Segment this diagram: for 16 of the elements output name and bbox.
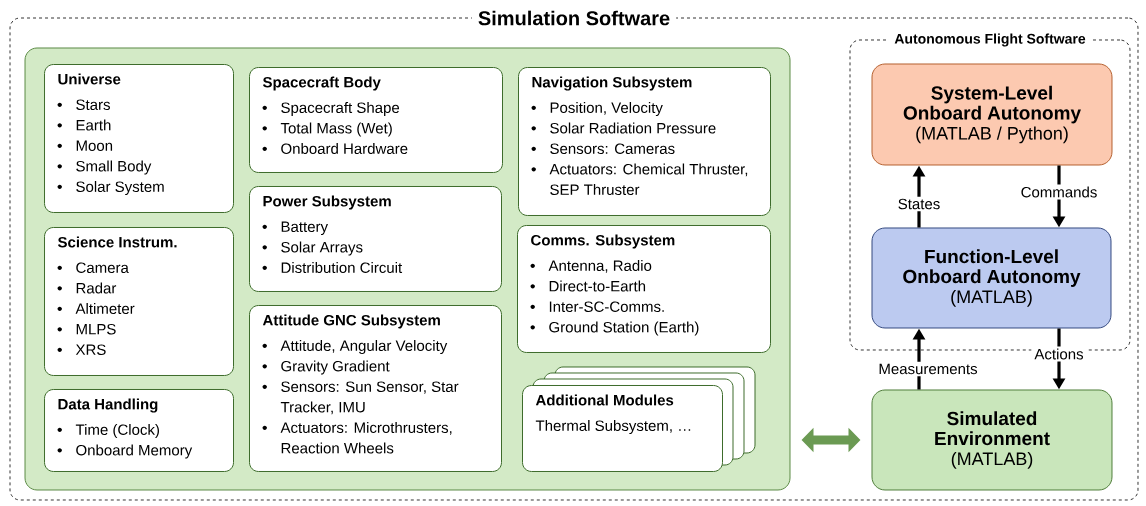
edge-label: States [894,196,944,212]
module-card: Navigation Subsystem Position, Velocity Solar Radiation Pressure Sensors: Cameras Actuators: Chemical Thruster, SEP Thruster [518,67,771,216]
edge-label: Measurements [875,361,981,377]
process-box: System-Level Onboard Autonomy (MATLAB / Python) [871,63,1113,166]
module-card: Data Handling Time (Clock) Onboard Memory [44,389,234,472]
edge-label: Actions [1031,346,1087,362]
process-box: Function-Level Onboard Autonomy (MATLAB) [871,227,1112,329]
module-card: Science Instrum. Camera Radar Altimeter MLPS XRS [44,227,234,376]
stacked-module-cards: Additional Modules Thermal Subsystem, … [522,366,756,472]
edge-label: Commands [1017,184,1101,200]
module-card: Universe Stars Earth Moon Small Body Solar System [44,64,234,213]
module-card: Attitude GNC Subsystem Attitude, Angular Velocity Gravity Gradient Sensors: Sun Sensor, Star Tracker, IMU Actuators: Microthrusters, Reaction Wheels [249,305,502,472]
module-card: Spacecraft Body Spacecraft Shape Total Mass (Wet) Onboard Hardware [249,67,503,173]
process-box: Simulated Environment (MATLAB) [871,389,1113,491]
module-card: Comms. Subsystem Antenna, Radio Direct-to-Earth Inter-SC-Comms. Ground Station (Earth) [517,225,771,353]
module-card: Power Subsystem Battery Solar Arrays Distribution Circuit [249,186,502,292]
